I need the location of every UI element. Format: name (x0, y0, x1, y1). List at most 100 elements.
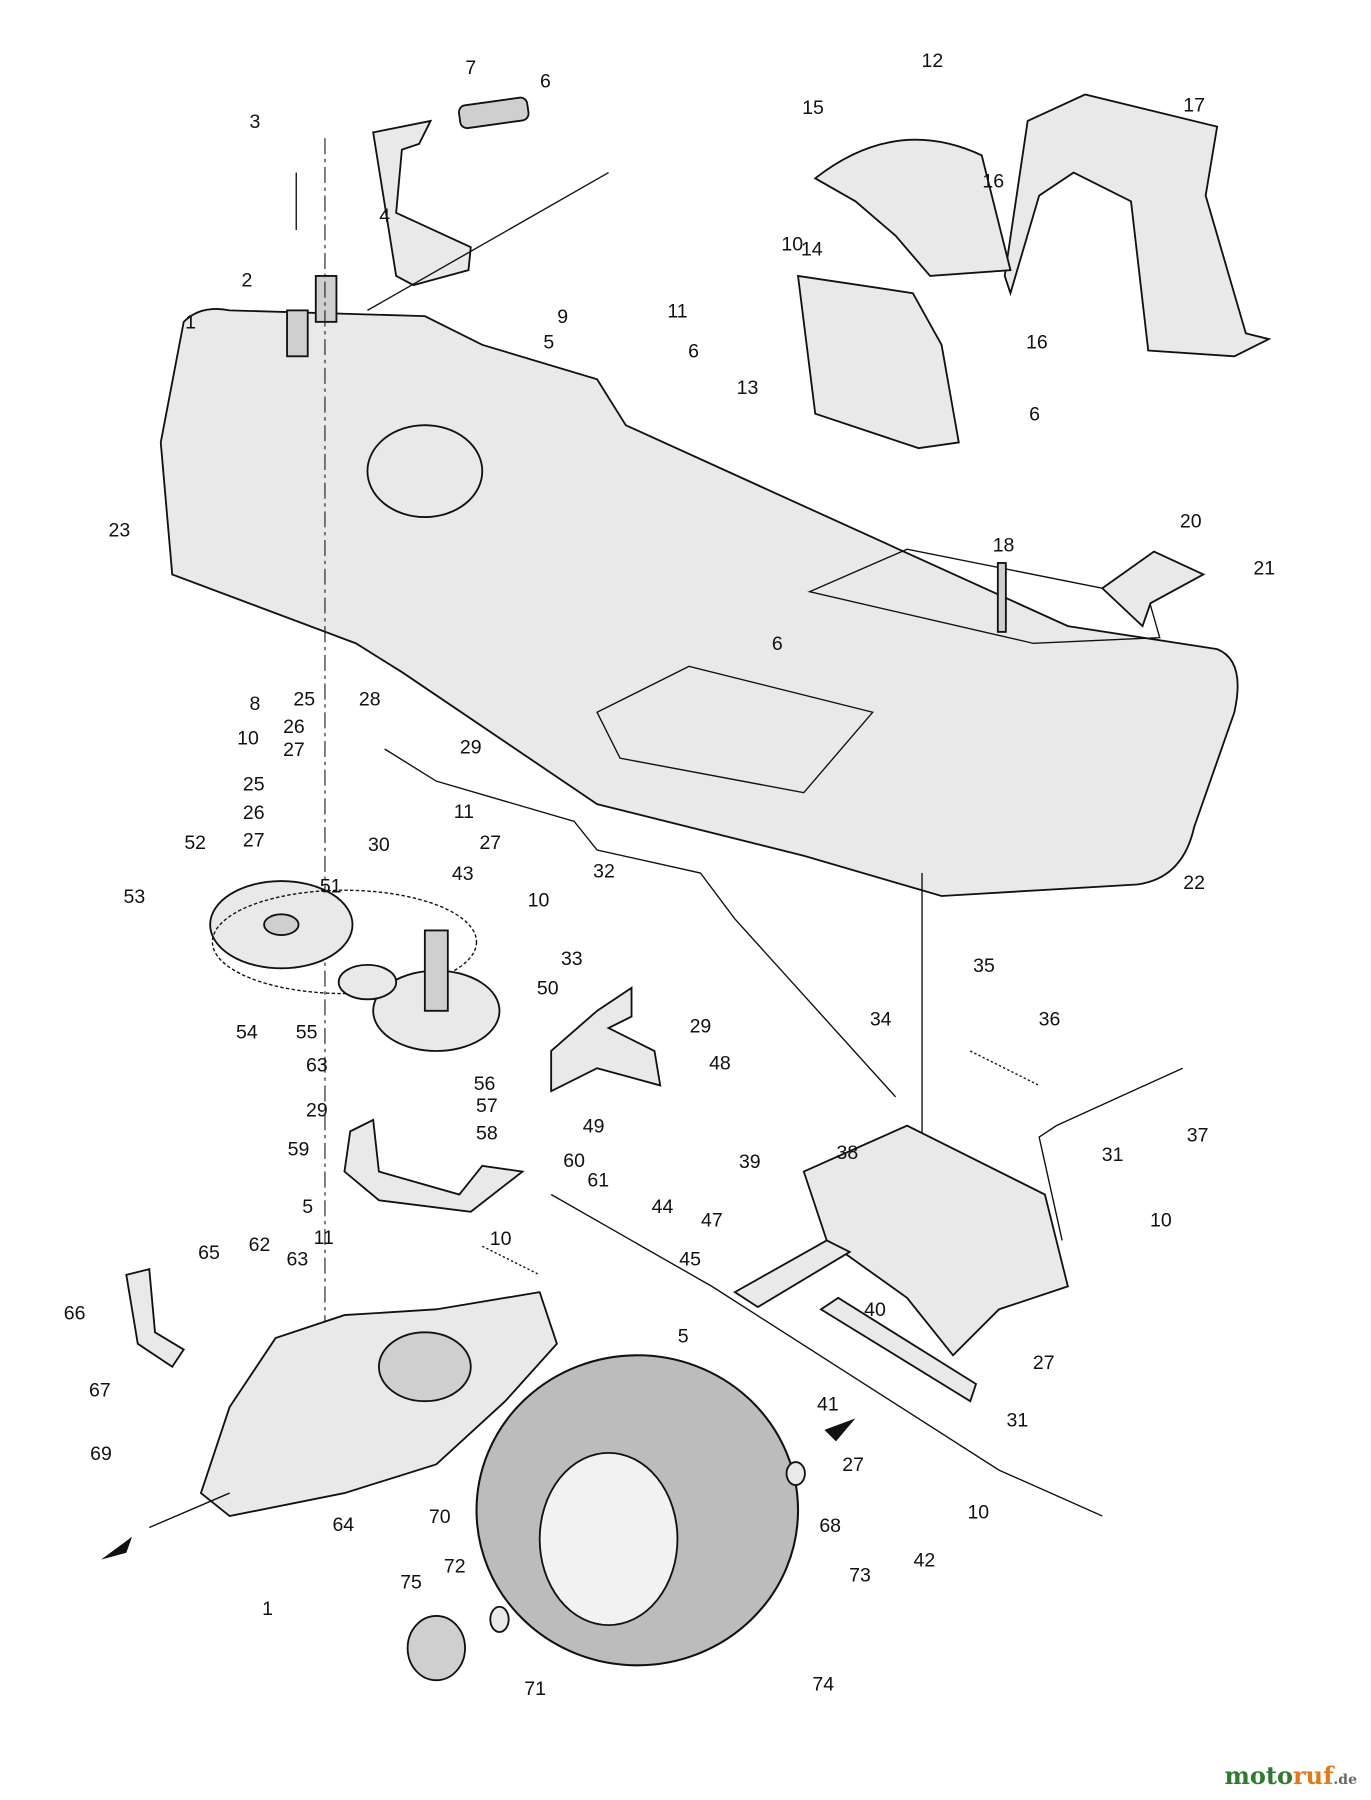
callout-15: 15 (802, 97, 824, 119)
callout-49: 49 (583, 1116, 605, 1138)
callout-60: 60 (563, 1150, 585, 1172)
callout-47: 47 (701, 1210, 723, 1232)
motoruf-watermark: motoruf.de (1225, 1761, 1358, 1790)
spring-36 (969, 1050, 1040, 1087)
callout-13: 13 (737, 377, 759, 399)
logo-part1: moto (1224, 1761, 1294, 1790)
callout-63: 63 (306, 1055, 328, 1077)
callout-50: 50 (537, 978, 559, 1000)
fender (1003, 93, 1272, 358)
callout-41: 41 (817, 1393, 839, 1415)
callout-34: 34 (870, 1009, 892, 1031)
callout-58: 58 (476, 1122, 498, 1144)
callout-42: 42 (913, 1550, 935, 1572)
callout-74: 74 (812, 1674, 834, 1696)
callout-27: 27 (842, 1454, 864, 1476)
bracket-39 (802, 1124, 1069, 1357)
callout-10: 10 (490, 1228, 512, 1250)
callout-28: 28 (359, 688, 381, 710)
panel-13 (796, 274, 960, 450)
callout-8: 8 (249, 693, 260, 715)
callout-labels: 1234567910111213141516161766182021222368… (64, 50, 1275, 1700)
callout-5: 5 (543, 331, 554, 353)
callout-25: 25 (293, 688, 315, 710)
callout-57: 57 (476, 1095, 498, 1117)
callout-55: 55 (296, 1021, 318, 1043)
callout-31: 31 (1102, 1144, 1124, 1166)
callout-29: 29 (306, 1099, 328, 1121)
pedal-pad-7 (458, 96, 530, 130)
callout-27: 27 (243, 830, 265, 852)
bracket-66 (125, 1268, 186, 1369)
callout-26: 26 (243, 802, 265, 824)
callout-27: 27 (1033, 1352, 1055, 1374)
callout-1: 1 (185, 312, 196, 334)
callout-10: 10 (528, 889, 550, 911)
callout-27: 27 (283, 739, 305, 761)
arrow-right (824, 1418, 856, 1442)
callout-52: 52 (184, 832, 206, 854)
callout-1: 1 (262, 1598, 273, 1620)
callout-31: 31 (1006, 1409, 1028, 1431)
callout-73: 73 (849, 1564, 871, 1586)
callout-61: 61 (587, 1169, 609, 1191)
callout-38: 38 (837, 1142, 859, 1164)
callout-30: 30 (368, 834, 390, 856)
callout-22: 22 (1183, 872, 1205, 894)
callout-29: 29 (460, 737, 482, 759)
callout-17: 17 (1183, 95, 1205, 117)
callout-9: 9 (557, 306, 568, 328)
callout-26: 26 (283, 716, 305, 738)
callout-39: 39 (739, 1151, 761, 1173)
callout-4: 4 (379, 205, 390, 227)
callout-10: 10 (781, 234, 803, 256)
washer-71 (489, 1605, 510, 1633)
callout-35: 35 (973, 955, 995, 977)
bracket-59 (343, 1118, 525, 1213)
callout-11: 11 (314, 1227, 334, 1249)
transaxle-64 (199, 1291, 558, 1518)
callout-11: 11 (667, 300, 687, 322)
bar-18 (996, 562, 1007, 633)
callout-66: 66 (64, 1303, 86, 1325)
rod-32 (384, 748, 897, 1098)
callout-71: 71 (524, 1678, 546, 1700)
callout-67: 67 (89, 1380, 111, 1402)
callout-48: 48 (709, 1052, 731, 1074)
spring-2a (286, 309, 309, 358)
pedal-shaft (367, 171, 609, 311)
callout-5: 5 (302, 1196, 313, 1218)
callout-29: 29 (690, 1016, 712, 1038)
chassis-pan (596, 548, 1161, 794)
callout-59: 59 (288, 1138, 310, 1160)
callout-7: 7 (465, 57, 476, 79)
callout-21: 21 (1253, 557, 1275, 579)
callout-16: 16 (1026, 331, 1048, 353)
callout-40: 40 (864, 1299, 886, 1321)
axle (148, 1492, 230, 1529)
callout-33: 33 (561, 948, 583, 970)
callout-10: 10 (237, 727, 259, 749)
callout-12: 12 (922, 50, 944, 72)
callout-75: 75 (400, 1571, 422, 1593)
callout-63: 63 (287, 1249, 309, 1271)
callout-36: 36 (1039, 1009, 1061, 1031)
rod-44 (550, 1193, 1103, 1517)
callout-3: 3 (249, 111, 260, 133)
callout-51: 51 (320, 876, 342, 898)
panel-14 (813, 138, 1012, 277)
callout-65: 65 (198, 1242, 220, 1264)
chassis-frame (159, 308, 1239, 897)
callout-68: 68 (819, 1515, 841, 1537)
bracket-20 (1100, 550, 1206, 628)
callout-10: 10 (967, 1501, 989, 1523)
pulley-55 (337, 963, 398, 1001)
callout-45: 45 (679, 1249, 701, 1271)
callout-32: 32 (593, 861, 615, 883)
callout-6: 6 (1029, 404, 1040, 426)
callout-72: 72 (444, 1555, 466, 1577)
callout-11: 11 (454, 801, 474, 823)
callout-25: 25 (243, 773, 265, 795)
callout-54: 54 (236, 1021, 258, 1043)
